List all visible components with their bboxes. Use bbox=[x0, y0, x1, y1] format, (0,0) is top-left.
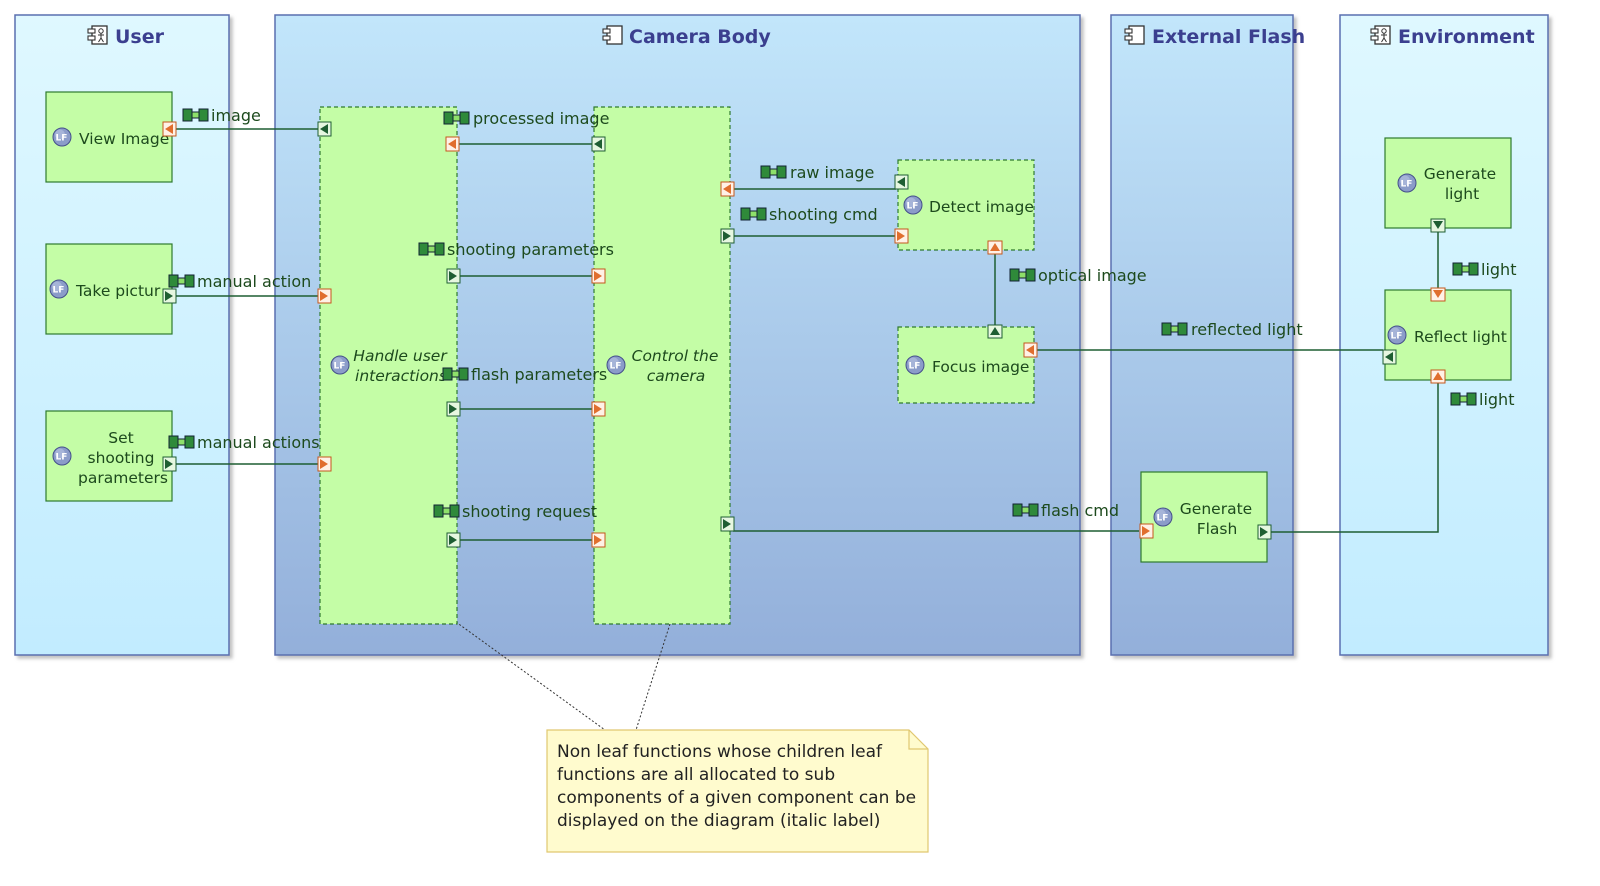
port-in bbox=[317, 456, 332, 472]
exchange-label-optical-image[interactable]: optical image bbox=[1038, 266, 1147, 285]
lf-badge-text: LF bbox=[53, 286, 65, 296]
port-out bbox=[987, 324, 1003, 339]
port-out bbox=[720, 228, 735, 244]
function-take-picture[interactable]: LF Take pictur bbox=[45, 243, 173, 335]
exchange-labels: image manual action manual actions proce… bbox=[168, 106, 1516, 521]
port-out bbox=[446, 532, 461, 548]
ports bbox=[162, 121, 1446, 548]
exchange-label-image[interactable]: image bbox=[211, 106, 261, 125]
exchange-label-light-top[interactable]: light bbox=[1481, 260, 1516, 279]
function-label-line: Set bbox=[108, 429, 133, 447]
function-generate-flash[interactable]: LF Generate Flash bbox=[1140, 471, 1268, 563]
function-handle-user-interactions[interactable]: LF Handle user interactions bbox=[319, 106, 458, 625]
lf-badge-text: LF bbox=[1391, 332, 1403, 342]
port-in bbox=[1430, 369, 1446, 384]
exchange-label-raw-image[interactable]: raw image bbox=[790, 163, 874, 182]
function-label-line: Control the bbox=[632, 347, 719, 365]
exchange-label-flash-cmd[interactable]: flash cmd bbox=[1041, 501, 1119, 520]
exchange-label-light-bottom[interactable]: light bbox=[1479, 390, 1514, 409]
port-in bbox=[1023, 342, 1038, 358]
port-out bbox=[1430, 218, 1446, 233]
port-in bbox=[894, 228, 909, 244]
function-label-line: Generate bbox=[1424, 165, 1496, 183]
exchange-label-shooting-request[interactable]: shooting request bbox=[462, 502, 597, 521]
lf-badge-text: LF bbox=[56, 134, 68, 144]
function-label: Detect image bbox=[929, 198, 1034, 216]
port-out bbox=[162, 288, 177, 304]
port-in bbox=[317, 288, 332, 304]
port-out bbox=[162, 456, 177, 472]
port-in bbox=[591, 532, 606, 548]
port-out bbox=[1257, 524, 1272, 540]
lf-badge-text: LF bbox=[909, 362, 921, 372]
port-in bbox=[1430, 287, 1446, 302]
connectors bbox=[175, 128, 1439, 541]
function-label-line: light bbox=[1445, 185, 1479, 203]
function-label: Take pictur bbox=[75, 282, 161, 300]
note-line: displayed on the diagram (italic label) bbox=[557, 811, 880, 831]
function-label-line: shooting bbox=[88, 449, 155, 467]
swimlane-title-user: User bbox=[115, 26, 165, 48]
port-in bbox=[591, 401, 606, 417]
port-out bbox=[317, 121, 332, 137]
function-label: Reflect light bbox=[1414, 328, 1507, 346]
function-label-line: Generate bbox=[1180, 500, 1252, 518]
port-in bbox=[162, 121, 177, 137]
function-set-shooting-parameters[interactable]: LF Set shooting parameters bbox=[45, 410, 173, 502]
function-label-line: camera bbox=[647, 367, 706, 385]
port-out bbox=[446, 401, 461, 417]
note-anchors bbox=[455, 621, 671, 731]
port-in bbox=[591, 268, 606, 284]
port-in bbox=[987, 240, 1003, 255]
port-out bbox=[894, 174, 909, 190]
note-line: functions are all allocated to sub bbox=[557, 765, 835, 785]
swimlane-title-environment: Environment bbox=[1398, 26, 1535, 48]
connector-light-bottom bbox=[1271, 382, 1439, 533]
port-in bbox=[1139, 523, 1154, 539]
exchange-label-flash-parameters[interactable]: flash parameters bbox=[471, 365, 607, 384]
lf-badge-text: LF bbox=[1157, 514, 1169, 524]
swimlane-title-external-flash: External Flash bbox=[1152, 26, 1305, 48]
function-reflect-light[interactable]: LF Reflect light bbox=[1384, 289, 1512, 381]
function-label-line: Handle user bbox=[353, 347, 448, 365]
note-line: components of a given component can be bbox=[557, 788, 916, 808]
port-out bbox=[446, 268, 461, 284]
port-out bbox=[1382, 349, 1397, 365]
exchange-label-manual-action[interactable]: manual action bbox=[197, 272, 311, 291]
exchange-label-reflected-light[interactable]: reflected light bbox=[1191, 320, 1303, 339]
function-label-line: interactions bbox=[355, 367, 447, 385]
function-focus-image[interactable]: LF Focus image bbox=[897, 326, 1035, 404]
note[interactable]: Non leaf functions whose children leaf f… bbox=[546, 729, 929, 853]
port-out bbox=[591, 136, 606, 152]
function-generate-light[interactable]: LF Generate light bbox=[1384, 137, 1512, 229]
lf-badge-text: LF bbox=[610, 362, 622, 372]
function-label: Focus image bbox=[932, 358, 1029, 376]
port-in bbox=[720, 181, 735, 197]
function-label-line: Flash bbox=[1197, 520, 1238, 538]
function-detect-image[interactable]: LF Detect image bbox=[897, 159, 1035, 251]
lf-badge-text: LF bbox=[907, 202, 919, 212]
exchange-label-shooting-parameters[interactable]: shooting parameters bbox=[447, 240, 614, 259]
port-out bbox=[720, 516, 735, 532]
note-line: Non leaf functions whose children leaf bbox=[557, 742, 883, 762]
function-view-image[interactable]: LF View Image bbox=[45, 91, 173, 183]
port-in bbox=[445, 136, 460, 152]
lf-badge-text: LF bbox=[334, 362, 346, 372]
lf-badge-text: LF bbox=[56, 453, 68, 463]
exchange-label-shooting-cmd[interactable]: shooting cmd bbox=[769, 205, 878, 224]
function-label: View Image bbox=[79, 130, 169, 148]
exchange-label-manual-actions[interactable]: manual actions bbox=[197, 433, 320, 452]
function-label-line: parameters bbox=[78, 469, 168, 487]
lf-badge-text: LF bbox=[1401, 180, 1413, 190]
exchange-label-processed-image[interactable]: processed image bbox=[473, 109, 609, 128]
swimlane-title-camera-body: Camera Body bbox=[629, 26, 771, 48]
function-control-the-camera[interactable]: LF Control the camera bbox=[593, 106, 731, 625]
